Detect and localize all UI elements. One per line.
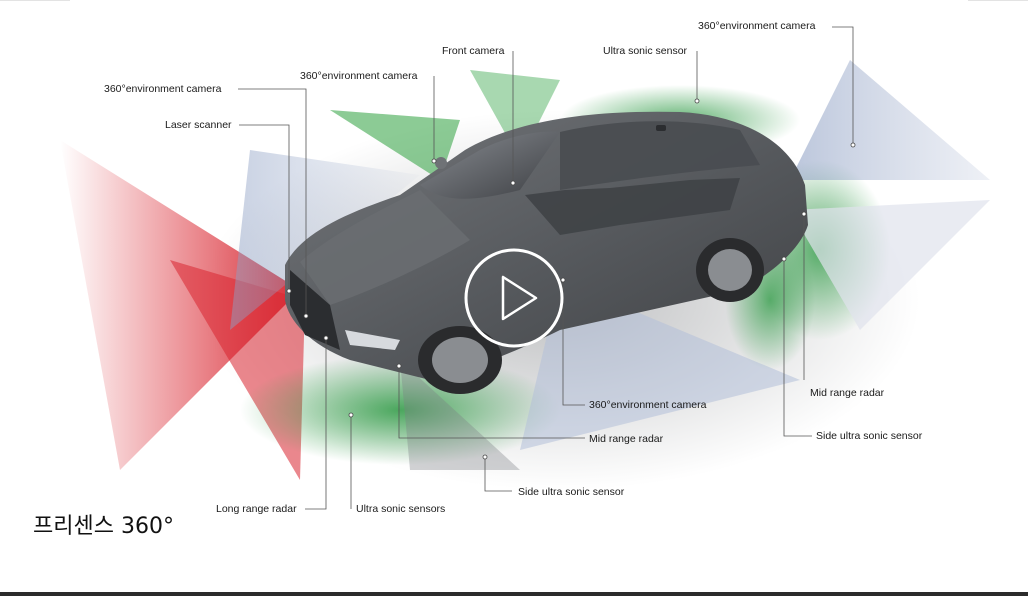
leader-env-camera-top-right bbox=[832, 26, 854, 145]
rear-mid-radar-zone bbox=[790, 200, 990, 330]
endpoint-side-ultra-bottom bbox=[482, 454, 488, 460]
leader-endpoints bbox=[286, 98, 856, 460]
label-ultra-sonic-sensor: Ultra sonic sensor bbox=[603, 45, 688, 57]
rear-wheel-rim bbox=[708, 249, 752, 291]
long-range-radar-zone bbox=[60, 140, 300, 470]
leader-long-range-radar bbox=[305, 338, 327, 510]
endpoint-side-ultra-right bbox=[781, 256, 787, 262]
label-env-camera-left: 360°environment camera bbox=[104, 83, 222, 95]
endpoint-long-range-radar bbox=[323, 335, 329, 341]
label-env-camera-bottom: 360°environment camera bbox=[589, 399, 707, 411]
headlight bbox=[345, 330, 400, 350]
top-divider-right bbox=[968, 0, 1028, 1]
top-divider-left bbox=[0, 0, 70, 1]
label-env-camera-top-right: 360°environment camera bbox=[698, 20, 816, 32]
leader-mid-range-radar-bottom bbox=[398, 366, 585, 439]
label-long-range-radar: Long range radar bbox=[216, 503, 297, 515]
lower-gray-zone bbox=[400, 360, 520, 470]
endpoint-env-camera-left bbox=[303, 313, 309, 319]
label-mid-range-radar-bottom: Mid range radar bbox=[589, 433, 664, 445]
car-side-windows bbox=[525, 178, 740, 235]
leader-env-camera-left bbox=[238, 88, 307, 315]
leader-side-ultra-right bbox=[783, 260, 812, 437]
label-laser-scanner: Laser scanner bbox=[165, 119, 232, 131]
sensor-diagram bbox=[60, 26, 990, 510]
car-hood bbox=[300, 190, 470, 305]
label-front-camera: Front camera bbox=[442, 45, 505, 57]
mirror-camera bbox=[435, 157, 447, 169]
car-grille bbox=[290, 270, 340, 350]
roof-antenna bbox=[656, 125, 666, 131]
endpoint-front-camera bbox=[510, 180, 516, 186]
endpoint-ultra-sonic-sensor bbox=[694, 98, 700, 104]
play-button[interactable] bbox=[463, 247, 565, 349]
endpoint-env-camera-top-right bbox=[850, 142, 856, 148]
leader-side-ultra-bottom bbox=[484, 457, 512, 492]
car-roof bbox=[560, 121, 760, 190]
front-left-green-zone-2 bbox=[470, 70, 560, 160]
label-mid-range-radar-right: Mid range radar bbox=[810, 387, 885, 399]
car-body bbox=[285, 111, 808, 380]
leader-env-camera-bottom bbox=[562, 280, 585, 406]
endpoint-ultra-sonic-sensors bbox=[348, 412, 354, 418]
endpoint-env-camera-top-mid bbox=[431, 158, 437, 164]
front-wheel-rim bbox=[432, 337, 488, 383]
play-icon bbox=[464, 248, 564, 348]
leader-lines bbox=[238, 26, 854, 510]
endpoint-mid-range-radar-right bbox=[801, 211, 807, 217]
front-left-green-zone bbox=[330, 110, 460, 180]
label-side-ultra-sonic-right: Side ultra sonic sensor bbox=[816, 430, 923, 442]
leader-laser-scanner bbox=[239, 124, 290, 290]
label-ultra-sonic-sensors: Ultra sonic sensors bbox=[356, 503, 446, 515]
page-caption: 프리센스 360° bbox=[33, 514, 174, 539]
rear-camera-zone bbox=[790, 60, 990, 180]
car bbox=[285, 111, 808, 394]
endpoint-mid-range-radar-bottom bbox=[396, 363, 402, 369]
car-windshield bbox=[420, 131, 560, 199]
label-side-ultra-sonic-bottom: Side ultra sonic sensor bbox=[518, 486, 625, 498]
label-env-camera-top-mid: 360°environment camera bbox=[300, 70, 418, 82]
endpoint-laser-scanner bbox=[286, 288, 292, 294]
bottom-bar bbox=[0, 592, 1028, 596]
endpoint-env-camera-bottom bbox=[560, 277, 566, 283]
